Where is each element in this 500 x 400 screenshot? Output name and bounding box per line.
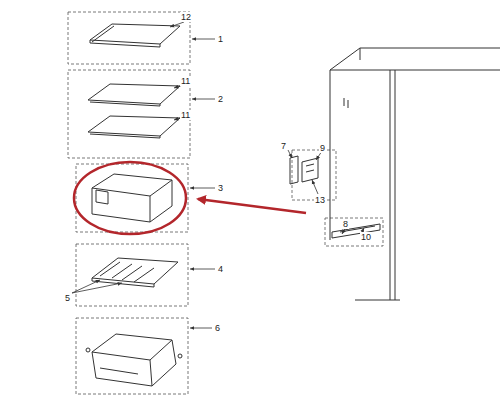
callout-number: 8 (342, 219, 349, 229)
callout-number: 4 (217, 264, 224, 274)
callout-number: 2 (217, 94, 224, 104)
callout-number: 1 (217, 34, 224, 44)
group-box (76, 244, 188, 306)
callout-number: 6 (214, 323, 221, 333)
callout-number: 9 (319, 143, 326, 153)
callout-number: 11 (180, 110, 191, 120)
callout-number: 11 (180, 76, 191, 86)
callout-number: 3 (217, 183, 224, 193)
group-box (68, 12, 190, 64)
callout-number: 13 (314, 195, 326, 205)
callout-number: 10 (360, 232, 372, 242)
callout-number: 12 (180, 12, 192, 22)
group-box (76, 318, 188, 394)
callout-number: 7 (280, 141, 287, 151)
callout-number: 5 (64, 293, 71, 303)
group-box (292, 150, 336, 200)
highlight-circle (74, 162, 186, 234)
group-box (68, 70, 190, 158)
highlight-arrow (198, 199, 306, 213)
group-box (325, 218, 383, 246)
